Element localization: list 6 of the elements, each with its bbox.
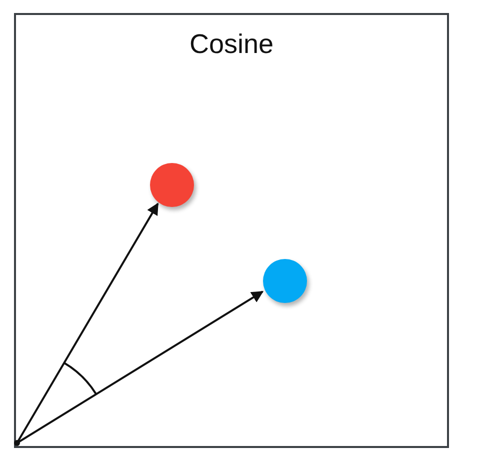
arrow xyxy=(16,202,159,444)
node-label: Cosine xyxy=(188,29,275,60)
arrow xyxy=(16,290,264,444)
data-point xyxy=(150,163,194,207)
diagram-frame xyxy=(14,13,449,448)
data-point xyxy=(263,259,307,303)
